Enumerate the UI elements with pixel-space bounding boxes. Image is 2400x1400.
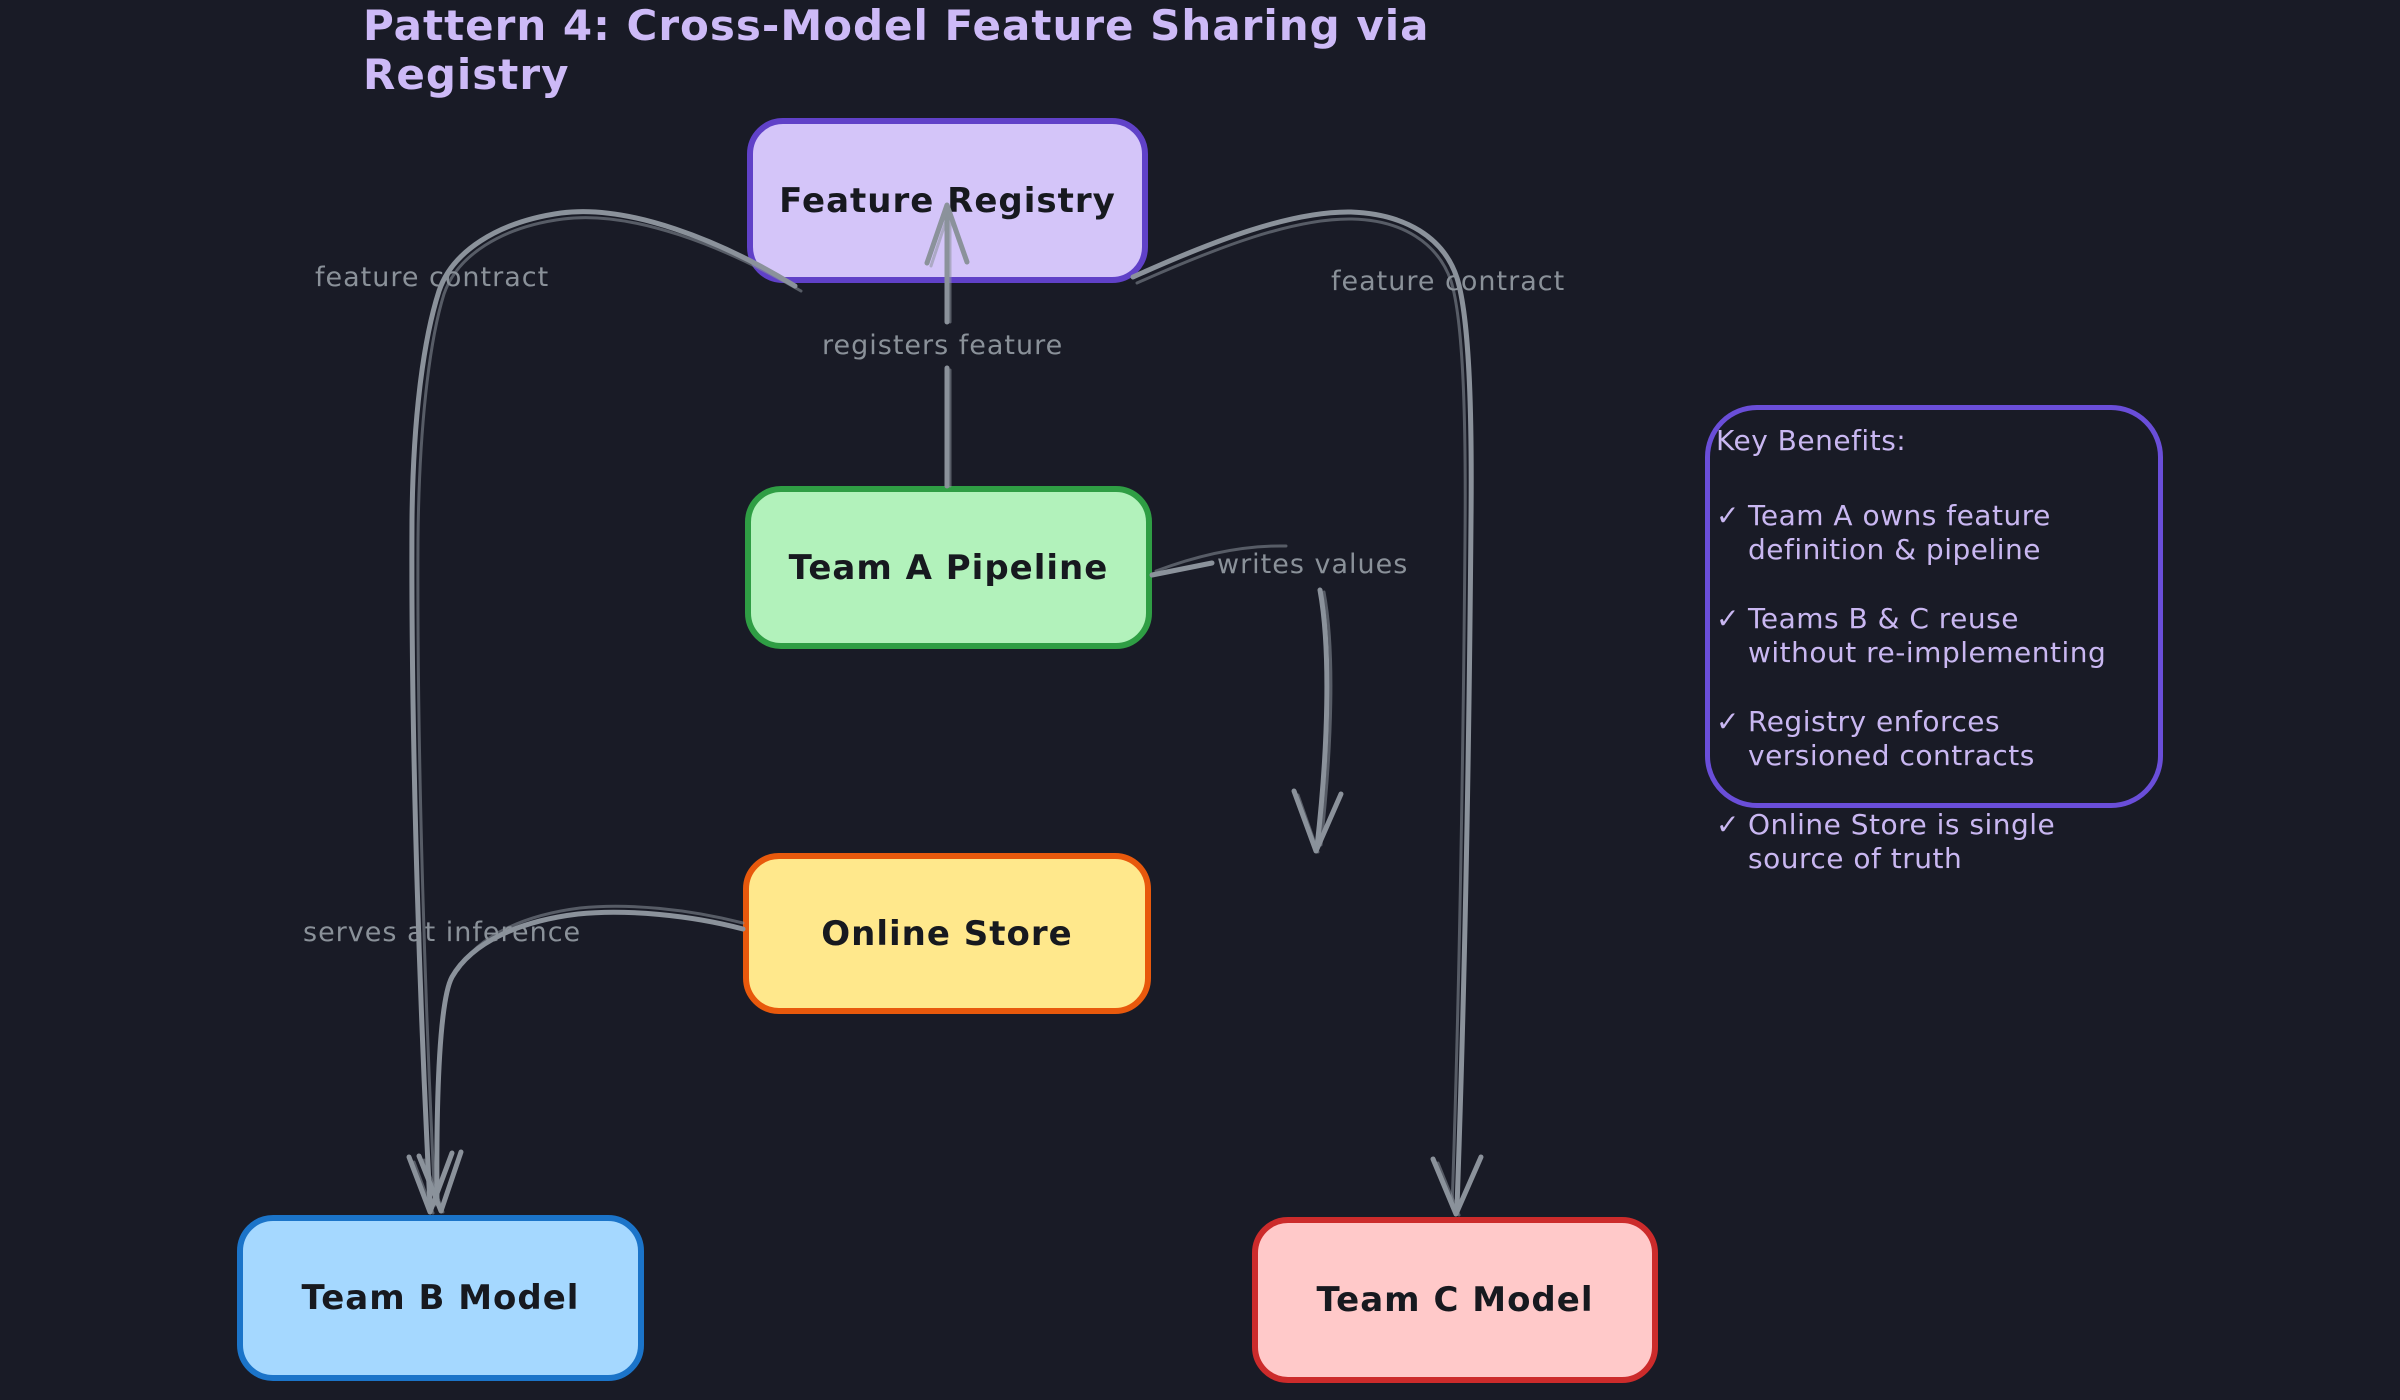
- benefit-item: ✓ Teams B & C reuse without re-implement…: [1716, 602, 2186, 670]
- benefit-line: Registry enforces: [1748, 705, 2001, 738]
- check-icon: ✓: [1716, 499, 1740, 532]
- diagram-title: Pattern 4: Cross-Model Feature Sharing v…: [363, 1, 1430, 99]
- benefit-line: definition & pipeline: [1748, 533, 2042, 566]
- node-online-store[interactable]: Online Store: [743, 853, 1151, 1014]
- node-team-c-model[interactable]: Team C Model: [1252, 1217, 1658, 1383]
- check-icon: ✓: [1716, 602, 1740, 635]
- edge-serves-at-inference: [416, 904, 746, 1214]
- benefit-line: Team A owns feature: [1748, 499, 2051, 532]
- key-benefits-content: Key Benefits: ✓ Team A owns feature defi…: [1716, 424, 2186, 911]
- node-feature-registry-label: Feature Registry: [779, 180, 1116, 221]
- benefit-item: ✓ Online Store is single source of truth: [1716, 808, 2186, 876]
- node-team-a-pipeline[interactable]: Team A Pipeline: [745, 486, 1152, 649]
- edge-label-feature-contract-right: feature contract: [1331, 266, 1566, 297]
- benefit-line: versioned contracts: [1748, 739, 2035, 772]
- benefit-line: Online Store is single: [1748, 808, 2056, 841]
- check-icon: ✓: [1716, 808, 1740, 841]
- edge-label-registers-feature: registers feature: [822, 330, 1064, 361]
- node-team-b-model-label: Team B Model: [301, 1278, 580, 1318]
- key-benefits-heading: Key Benefits:: [1716, 424, 1907, 457]
- node-team-a-pipeline-label: Team A Pipeline: [788, 547, 1109, 588]
- benefit-line: source of truth: [1748, 842, 1963, 875]
- edge-label-feature-contract-left: feature contract: [315, 262, 550, 293]
- benefit-item: ✓ Registry enforces versioned contracts: [1716, 705, 2186, 773]
- edge-feature-contract-right: [1130, 209, 1484, 1217]
- edge-feature-contract-left: [406, 209, 803, 1215]
- benefit-line: Teams B & C reuse: [1748, 602, 2019, 635]
- benefit-item: ✓ Team A owns feature definition & pipel…: [1716, 499, 2186, 567]
- node-online-store-label: Online Store: [821, 913, 1073, 954]
- key-benefits-panel[interactable]: [1705, 405, 2163, 808]
- node-team-b-model[interactable]: Team B Model: [237, 1215, 644, 1381]
- benefit-line: without re-implementing: [1748, 636, 2107, 669]
- node-feature-registry[interactable]: Feature Registry: [747, 118, 1148, 283]
- edge-label-serves-at-inference: serves at inference: [303, 917, 582, 948]
- check-icon: ✓: [1716, 705, 1740, 738]
- edge-label-writes-values: writes values: [1217, 549, 1409, 580]
- node-team-c-model-label: Team C Model: [1316, 1280, 1594, 1320]
- edge-writes-values: [1149, 544, 1344, 854]
